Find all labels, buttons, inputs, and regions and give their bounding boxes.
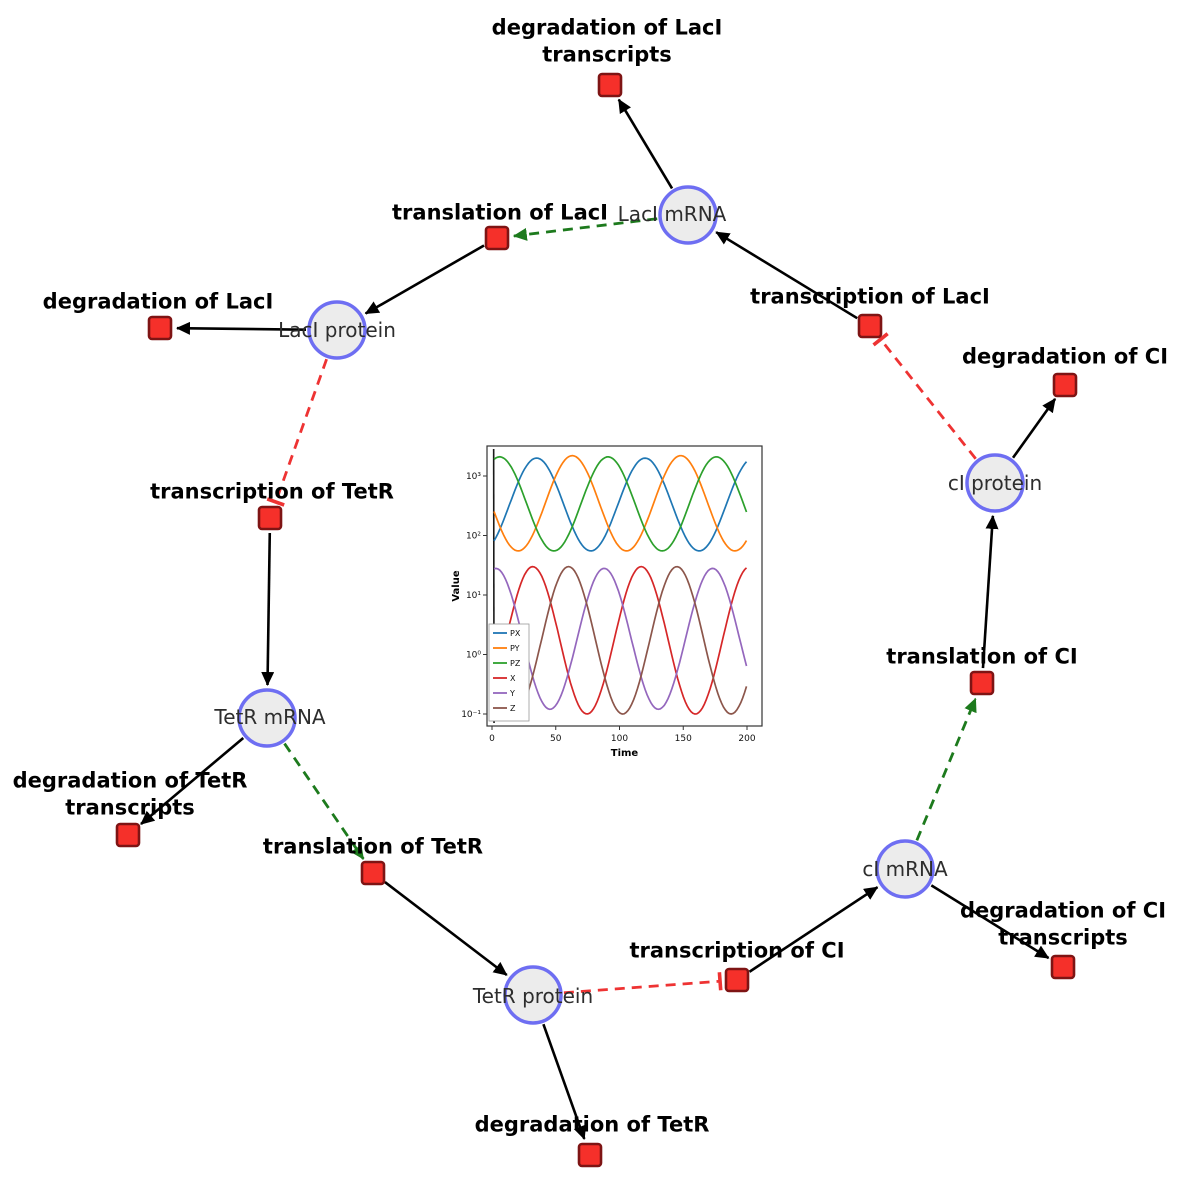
edge-inhibition-ci_protein-to-transcription_laci	[872, 332, 977, 460]
edge-consumption-ci_protein-to-deg_ci	[1011, 398, 1057, 459]
y-tick-label: 10⁰	[466, 651, 481, 661]
legend-label-PY: PY	[510, 644, 520, 653]
edge-modifier-tetr_mrna-to-translation_tetr	[283, 742, 365, 860]
edge-consumption-laci_mrna-to-deg_laci_tx	[617, 98, 674, 190]
reaction-node-translation_tetr	[360, 860, 386, 886]
legend-label-PZ: PZ	[510, 659, 521, 668]
reaction-node-transcription_tetr	[257, 505, 283, 531]
series-curve-Z	[493, 565, 748, 715]
edge-consumption-tetr_protein-to-deg_tetr	[542, 1023, 587, 1140]
edge-inhibition-tetr_protein-to-transcription_ci	[563, 972, 723, 995]
series-curve-Y	[493, 567, 748, 711]
x-tick-label: 150	[675, 734, 692, 744]
edge-production-translation_laci-to-laci_protein	[364, 244, 485, 315]
edge-production-transcription_tetr-to-tetr_mrna	[261, 532, 275, 687]
species-node-ci_protein	[965, 453, 1025, 513]
x-axis-label: Time	[611, 748, 639, 759]
x-tick-label: 0	[489, 734, 495, 744]
y-axis-label: Value	[451, 570, 462, 601]
species-node-tetr_protein	[503, 965, 563, 1025]
legend-label-Y: Y	[509, 689, 515, 698]
y-tick-label: 10¹	[466, 591, 481, 601]
species-node-ci_mrna	[875, 839, 935, 899]
series-curve-X	[493, 565, 748, 715]
series-curve-PX	[493, 457, 748, 552]
y-tick-label: 10⁻¹	[461, 710, 481, 720]
edge-production-translation_tetr-to-tetr_protein	[384, 881, 508, 977]
x-tick-label: 100	[611, 734, 628, 744]
edges-layer	[140, 98, 1057, 1140]
legend-label-Z: Z	[510, 704, 516, 713]
reaction-node-transcription_laci	[857, 313, 883, 339]
reaction-node-deg_laci	[147, 315, 173, 341]
reaction-node-deg_tetr_tx	[115, 822, 141, 848]
edge-consumption-tetr_mrna-to-deg_tetr_tx	[140, 736, 245, 826]
y-tick-label: 10²	[466, 532, 481, 542]
edge-consumption-laci_protein-to-deg_laci	[175, 321, 307, 335]
reaction-node-deg_ci_tx	[1050, 954, 1076, 980]
nodes-layer	[115, 72, 1078, 1168]
chart-legend: PX PY PZ XYZ	[488, 623, 530, 722]
species-node-laci_protein	[307, 300, 367, 360]
edge-consumption-ci_mrna-to-deg_ci_tx	[930, 884, 1050, 960]
edge-production-transcription_laci-to-laci_mrna	[715, 231, 858, 320]
edge-production-transcription_ci-to-ci_mrna	[748, 886, 879, 973]
legend-label-PX: PX	[510, 629, 521, 638]
edge-inhibition-laci_protein-to-transcription_tetr	[266, 358, 328, 507]
x-tick-label: 200	[738, 734, 755, 744]
reaction-node-translation_laci	[484, 225, 510, 251]
y-tick-label: 10³	[466, 472, 481, 482]
edge-modifier-ci_mrna-to-translation_ci	[915, 697, 977, 841]
species-node-tetr_mrna	[237, 688, 297, 748]
legend-box	[488, 623, 530, 722]
species-node-laci_mrna	[658, 185, 718, 245]
legend-label-X: X	[510, 674, 516, 683]
edge-modifier-laci_mrna-to-translation_laci	[512, 217, 658, 241]
reaction-node-translation_ci	[969, 670, 995, 696]
reaction-node-deg_tetr	[577, 1142, 603, 1168]
reaction-node-deg_ci	[1052, 372, 1078, 398]
series-curve-PZ	[493, 455, 748, 552]
edge-production-translation_ci-to-ci_protein	[981, 514, 999, 669]
x-tick-label: 50	[550, 734, 562, 744]
reaction-node-deg_laci_tx	[597, 72, 623, 98]
reaction-node-transcription_ci	[724, 967, 750, 993]
